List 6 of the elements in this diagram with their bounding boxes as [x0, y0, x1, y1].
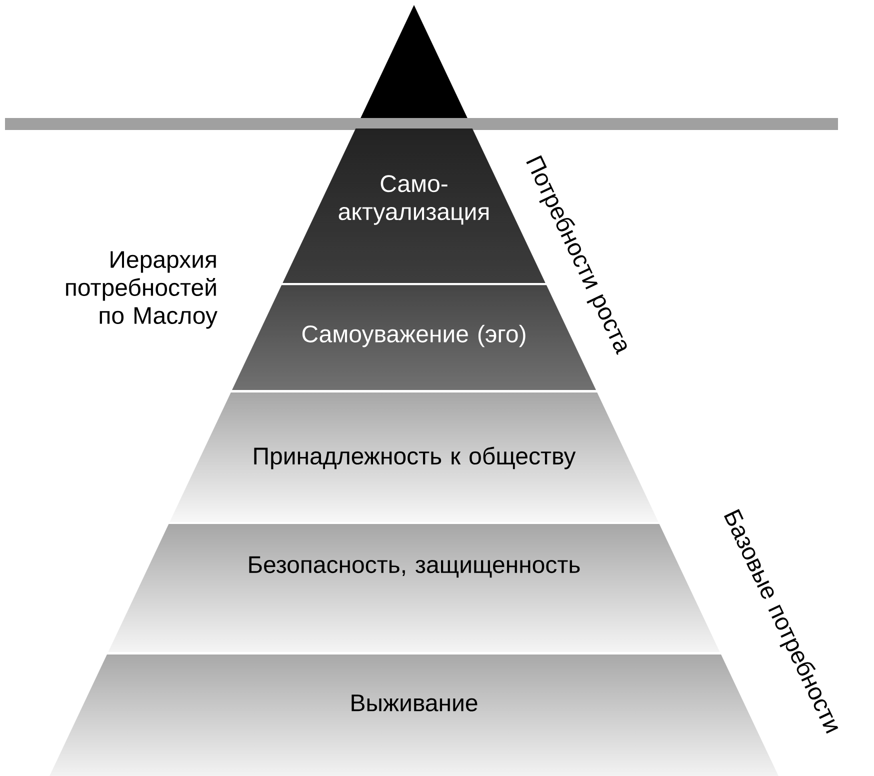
pyramid-level: Принадлежность к обществу — [254, 446, 576, 470]
title: Иерархия потребностей по Маслоу — [66, 251, 218, 329]
pyramid-level: Выживание — [352, 694, 478, 712]
pyramid-level: Самоуважение (эго) — [302, 324, 526, 348]
pyramid-level: Само- актуализация — [338, 175, 489, 225]
pyramid-level: Безопасность, защищенность — [249, 556, 580, 578]
